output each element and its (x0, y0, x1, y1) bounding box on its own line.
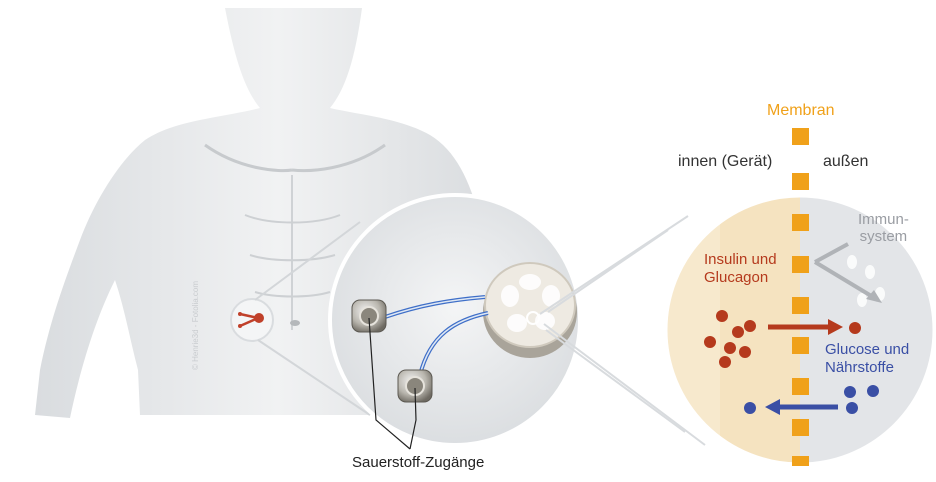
immune-system-label: Immun- system (858, 212, 909, 245)
inside-label: innen (Gerät) (678, 153, 772, 171)
membrane-label: Membran (767, 102, 835, 120)
insulin-label-line1: Insulin und (704, 251, 777, 269)
glucose-label: Glucose und Nährstoffe (825, 341, 909, 377)
insulin-label-line2: Glucagon (704, 269, 777, 287)
immune-label-line1: Immun- (858, 212, 909, 229)
glucose-label-line1: Glucose und (825, 341, 909, 359)
magnifier-circle-icon (330, 195, 580, 445)
insulin-label: Insulin und Glucagon (704, 251, 777, 287)
image-credit: © Henrie3d - Fotolia.com (192, 281, 201, 370)
implant-device-icon (483, 263, 577, 358)
glucose-label-line2: Nährstoffe (825, 359, 909, 377)
oxygen-ports-label: Sauerstoff-Zugänge (352, 455, 484, 472)
outside-label: außen (823, 153, 868, 171)
immune-label-line2: system (858, 229, 909, 246)
